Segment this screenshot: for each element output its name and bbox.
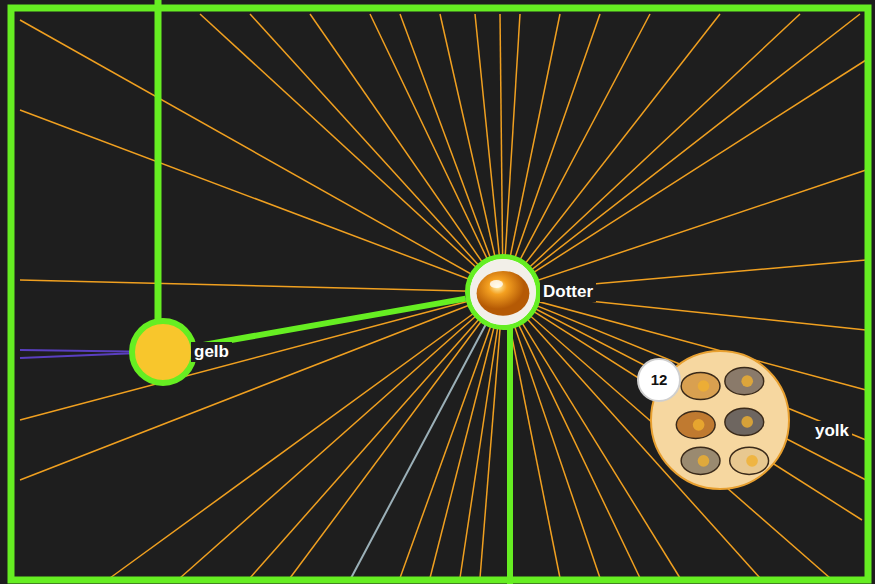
yolk-picture — [470, 259, 536, 325]
link-line — [460, 292, 503, 578]
highlight-line — [507, 320, 513, 584]
link-line — [400, 292, 503, 578]
link-line — [503, 14, 720, 292]
link-line — [503, 14, 800, 292]
highlight-line — [155, 0, 162, 330]
link-line — [503, 14, 650, 292]
link-line — [503, 60, 866, 292]
link-line — [110, 292, 503, 578]
link-line — [500, 14, 503, 292]
link-line — [200, 14, 503, 292]
link-line — [503, 292, 830, 578]
highlight-connector — [196, 299, 465, 346]
link-line — [290, 292, 503, 578]
node-label: Dotter — [540, 282, 596, 302]
node-label: yolk — [812, 421, 852, 441]
link-line — [250, 14, 503, 292]
frame — [11, 8, 868, 580]
node-label: gelb — [191, 342, 232, 362]
link-line — [180, 292, 503, 578]
link-line — [400, 14, 503, 292]
link-line — [20, 280, 503, 292]
count-badge: 12 — [637, 358, 681, 402]
image-node: Dotter — [465, 254, 541, 330]
link-line — [350, 292, 503, 580]
link-line — [503, 14, 600, 292]
color-node: gelb — [129, 318, 197, 386]
link-line — [440, 14, 503, 292]
link-line — [475, 14, 503, 292]
link-line — [20, 292, 503, 480]
link-line — [20, 110, 503, 292]
link-line — [310, 14, 503, 292]
link-line — [20, 20, 503, 292]
link-line — [503, 14, 860, 292]
link-line — [250, 292, 503, 578]
link-line — [430, 292, 503, 578]
link-line — [370, 14, 503, 292]
image-node: yolk12 — [650, 350, 790, 490]
link-line — [480, 292, 503, 578]
link-line — [503, 292, 862, 520]
